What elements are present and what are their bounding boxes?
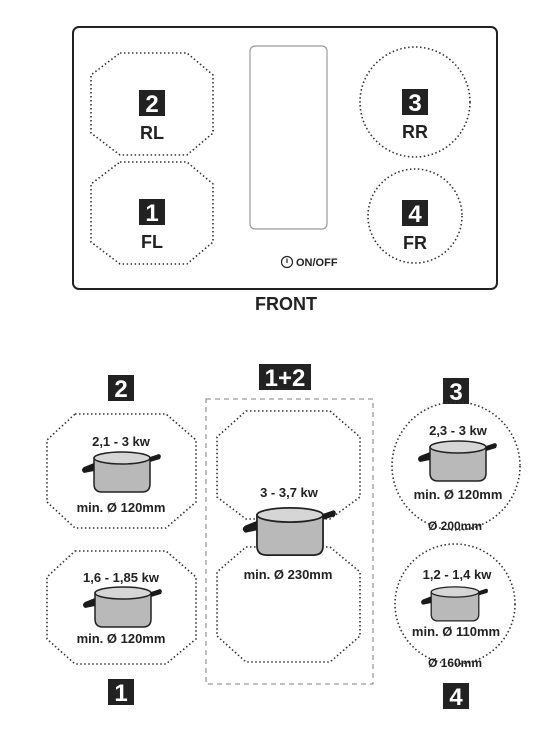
zone-position-label: RR — [402, 122, 428, 142]
zone-number: 4 — [408, 201, 422, 228]
zone-number: 2 — [114, 376, 127, 403]
zone-number-badge — [108, 375, 134, 401]
zone-position-label: RL — [140, 123, 164, 143]
zone-number-badge — [108, 679, 134, 705]
zone-number: 1 — [114, 680, 127, 707]
zone-min-diameter: min. Ø 230mm — [244, 567, 333, 582]
zone-position-label: FR — [403, 233, 427, 253]
zone-diameter: Ø 200mm — [428, 519, 482, 533]
detail-zone-2: 2 2,1 - 3 kw min. Ø 120mm — [46, 375, 197, 529]
pot-icon — [420, 586, 489, 622]
zone-power: 2,3 - 3 kw — [429, 423, 488, 438]
zone-min-diameter: min. Ø 120mm — [77, 500, 166, 515]
cooktop-zone-2-rl: 2 RL — [90, 52, 214, 156]
control-panel — [249, 45, 328, 230]
zone-position-label: FL — [141, 232, 163, 252]
front-label: FRONT — [255, 294, 317, 314]
power-icon — [280, 255, 294, 269]
pot-icon — [82, 586, 163, 628]
zone-min-diameter: min. Ø 120mm — [414, 487, 503, 502]
zone-number: 1 — [145, 200, 158, 227]
zone-number-badge — [443, 683, 469, 709]
zone-number-badge — [402, 89, 428, 115]
zone-power: 1,2 - 1,4 kw — [423, 567, 493, 582]
detail-zone-4: 1,2 - 1,4 kw min. Ø 110mm Ø 160mm 4 — [394, 543, 516, 711]
zone-min-diameter: min. Ø 120mm — [77, 631, 166, 646]
detail-zone-1: 1,6 - 1,85 kw min. Ø 120mm 1 — [46, 550, 197, 707]
cooktop-zone-1-fl: 1 FL — [90, 161, 214, 265]
detail-bridge-zone: 1+2 3 - 3,7 kw min. Ø 230mm — [205, 364, 374, 685]
zone-min-diameter: min. Ø 110mm — [412, 624, 500, 639]
zone-number: 3 — [449, 379, 462, 406]
pot-icon — [81, 451, 162, 493]
pot-icon — [241, 507, 337, 557]
on-off-control: ON/OFF — [280, 255, 338, 269]
pot-icon — [417, 440, 498, 482]
zone-number-badge — [139, 199, 165, 225]
zone-power: 3 - 3,7 kw — [260, 485, 319, 500]
detail-zone-3: 3 2,3 - 3 kw min. Ø 120mm Ø 200mm — [391, 378, 521, 533]
zone-number-badge — [402, 200, 428, 226]
zone-number-badge — [259, 364, 311, 390]
on-off-label: ON/OFF — [296, 257, 338, 269]
zone-number-badge — [139, 90, 165, 116]
cooktop-zone-4-fr: 4 FR — [367, 168, 463, 264]
zone-number-badge — [443, 378, 469, 404]
bridge-boundary — [205, 398, 374, 685]
cooktop-outline — [72, 26, 498, 290]
zone-number: 1+2 — [265, 365, 306, 392]
zone-number: 4 — [449, 684, 463, 711]
zone-diameter: Ø 160mm — [428, 656, 482, 670]
zone-number: 3 — [408, 90, 421, 117]
zone-power: 1,6 - 1,85 kw — [83, 570, 160, 585]
cooktop-zone-3-rr: 3 RR — [359, 46, 471, 158]
zone-number: 2 — [145, 91, 158, 118]
zone-power: 2,1 - 3 kw — [92, 434, 151, 449]
